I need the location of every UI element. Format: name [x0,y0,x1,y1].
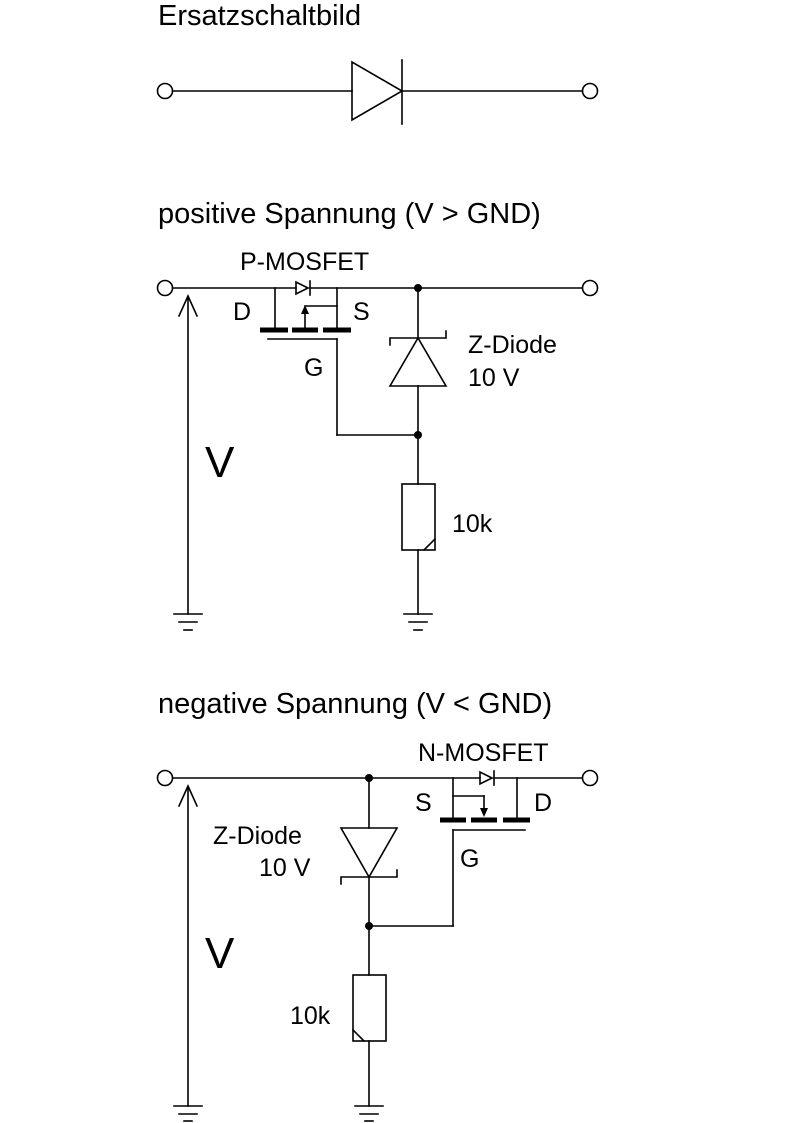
equivalent-terminal-right [581,82,599,100]
positive-circuit: positive Spannung (V > GND) P-MOSFET D S… [156,198,599,631]
negative-terminal-right [581,769,599,787]
negative-zener-name: Z-Diode [213,822,302,850]
negative-circuit: negative Spannung (V < GND) N-MOSFET S D… [156,688,599,1122]
negative-voltage-arrow-head [177,784,199,808]
positive-zener-value: 10 V [468,364,520,392]
positive-mosfet-label: P-MOSFET [240,248,369,276]
positive-body-arrow-head [301,305,309,314]
negative-resistor-body [352,974,387,1042]
positive-gate-label: G [304,354,323,382]
equivalent-circuit: Ersatzschaltbild [156,0,599,125]
positive-drain-label: D [233,298,251,326]
positive-voltage-arrow-head [177,294,199,318]
negative-body-arrow-head [480,808,488,817]
negative-resistor-mark [351,1028,366,1043]
positive-terminal-right [581,279,599,297]
positive-zener-name: Z-Diode [468,331,557,359]
positive-junction-gate [414,431,422,439]
negative-resistor-label: 10k [290,1002,331,1030]
negative-body-diode-triangle [479,770,494,786]
negative-junction-gate [365,922,373,930]
positive-resistor-label: 10k [452,510,493,538]
positive-voltage-label: V [205,438,235,487]
positive-junction-top [414,284,422,292]
equivalent-terminal-left [156,82,174,100]
positive-terminal-left [156,279,174,297]
positive-title: positive Spannung (V > GND) [158,198,541,230]
negative-gate-label: G [460,845,479,873]
positive-body-diode-triangle [295,280,310,296]
negative-voltage-label: V [205,929,235,978]
negative-zener-value: 10 V [259,854,311,882]
positive-zener-triangle [388,336,448,387]
negative-zener-triangle [339,827,399,879]
equivalent-diode-triangle [351,60,404,122]
negative-title: negative Spannung (V < GND) [158,688,552,720]
negative-source-label: S [415,789,432,817]
negative-drain-label: D [534,789,552,817]
negative-terminal-left [156,769,174,787]
positive-resistor-body [401,483,436,551]
negative-mosfet-label: N-MOSFET [418,739,549,767]
equivalent-title: Ersatzschaltbild [158,0,361,32]
positive-source-label: S [353,298,370,326]
positive-resistor-mark [422,537,437,552]
